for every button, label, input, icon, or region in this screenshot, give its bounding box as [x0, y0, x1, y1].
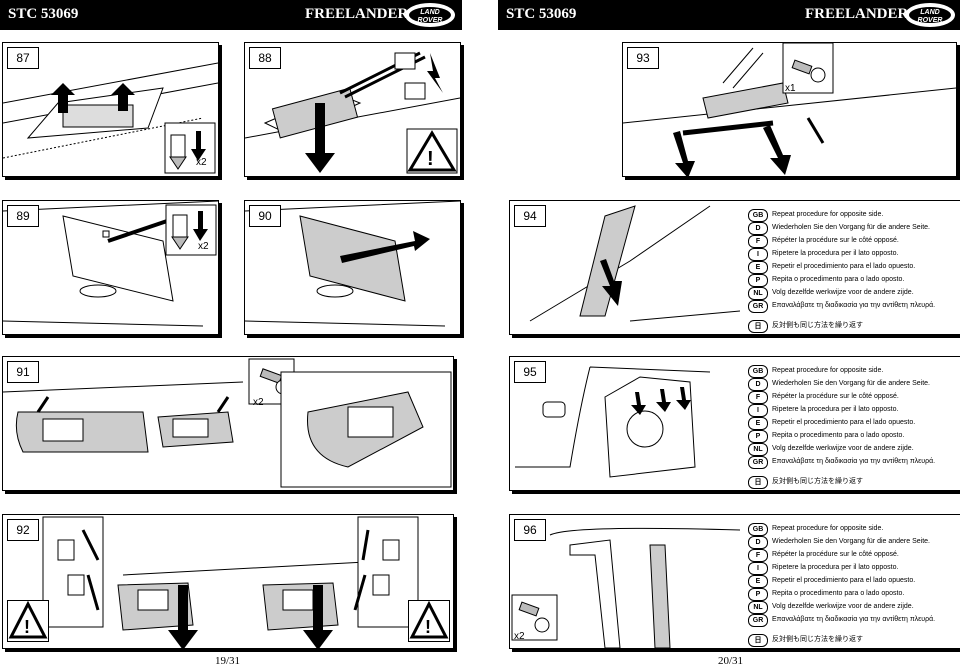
step-number: 87: [7, 47, 39, 69]
quantity-label: x2: [253, 397, 264, 408]
b-pillar-illustration: [511, 527, 740, 648]
doc-code: STC 53069: [506, 6, 577, 22]
step-panel-87: x2 87: [2, 42, 219, 177]
step-number: 93: [627, 47, 659, 69]
quantity-label: x1: [785, 83, 796, 94]
headlining-illustration: [3, 62, 218, 174]
warning-icon: !: [408, 600, 450, 642]
step-number: 96: [514, 519, 546, 541]
a-pillar-illustration: [529, 205, 740, 322]
step-panel-92: ! ! 92: [2, 514, 454, 649]
wiring-illustration: [42, 516, 419, 648]
quantity-label: x2: [514, 631, 525, 642]
doc-code: STC 53069: [8, 6, 79, 22]
step-number: 95: [514, 361, 546, 383]
step-panel-93: x1 93: [622, 42, 957, 177]
sun-visor-illustration: [3, 358, 452, 488]
model-name: FREELANDER: [305, 6, 409, 22]
quantity-label: x2: [198, 241, 209, 252]
svg-text:!: !: [425, 617, 431, 637]
step-panel-91: x2 91: [2, 356, 454, 491]
step-panel-89: x2 89: [2, 200, 219, 335]
model-name: FREELANDER: [805, 6, 909, 22]
svg-text:!: !: [427, 148, 434, 170]
page-number: 20/31: [718, 655, 744, 667]
quantity-label: x2: [196, 157, 207, 168]
step-number: 92: [7, 519, 39, 541]
step-number: 88: [249, 47, 281, 69]
step-number: 91: [7, 361, 39, 383]
step-panel-88: ! 88: [244, 42, 461, 177]
step-panel-90: 90: [244, 200, 461, 335]
mounting-illustration: [3, 201, 218, 327]
door-trim-illustration: [515, 366, 711, 478]
mirror-illustration: [623, 43, 956, 176]
svg-text:!: !: [24, 617, 30, 637]
step-number: 90: [249, 205, 281, 227]
step-number: 94: [514, 205, 546, 227]
page-number: 19/31: [215, 655, 241, 667]
warning-icon: !: [7, 600, 49, 642]
lamp-removal-illustration: !: [245, 51, 460, 174]
step-number: 89: [7, 205, 39, 227]
